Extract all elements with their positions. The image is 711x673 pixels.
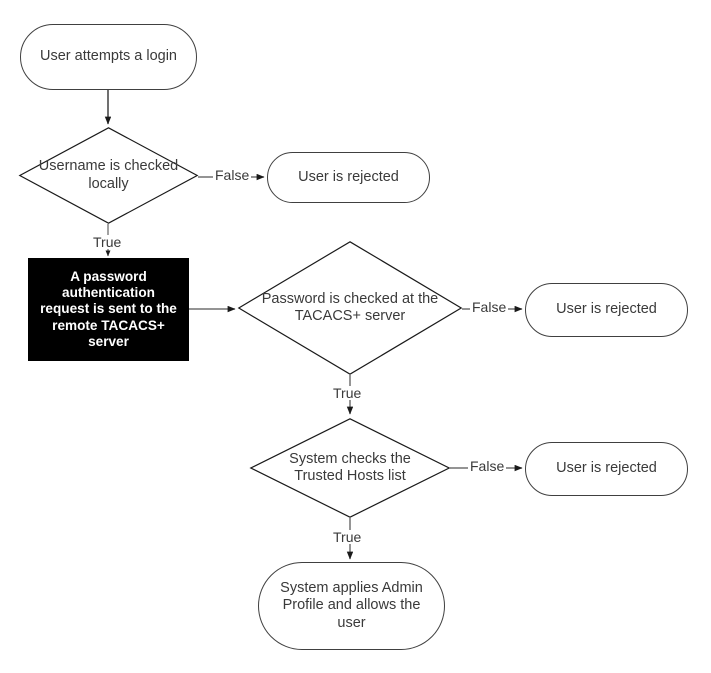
node-rejected-1[interactable]: User is rejected xyxy=(267,152,430,203)
edge-label-password-true: True xyxy=(331,385,364,401)
edge-label-username-true: True xyxy=(91,234,124,250)
node-decision-trusted-hosts[interactable]: System checks the Trusted Hosts list xyxy=(249,418,451,518)
node-decision-username[interactable]: Username is checked locally xyxy=(18,127,199,224)
node-start-label: User attempts a login xyxy=(39,48,177,65)
node-rejected-2[interactable]: User is rejected xyxy=(525,283,688,337)
node-rejected-1-label: User is rejected xyxy=(298,168,399,185)
edge-label-trusted-true: True xyxy=(331,529,364,545)
node-send-auth-request-label: A password authentication request is sen… xyxy=(40,269,177,349)
node-allow-user[interactable]: System applies Admin Profile and allows … xyxy=(258,562,445,650)
edge-label-trusted-false: False xyxy=(468,458,507,474)
diamond-shape-password xyxy=(237,241,463,375)
node-start-terminator[interactable]: User attempts a login xyxy=(20,24,197,90)
node-rejected-3-label: User is rejected xyxy=(556,460,657,477)
node-rejected-2-label: User is rejected xyxy=(556,301,657,318)
diamond-shape-trusted-hosts xyxy=(249,418,451,518)
node-rejected-3[interactable]: User is rejected xyxy=(525,442,688,496)
edge-label-password-false: False xyxy=(470,299,509,315)
edge-label-username-false: False xyxy=(213,167,252,183)
node-allow-user-label: System applies Admin Profile and allows … xyxy=(280,580,423,631)
node-send-auth-request[interactable]: A password authentication request is sen… xyxy=(28,258,189,361)
diamond-shape-username xyxy=(18,127,199,224)
node-decision-password[interactable]: Password is checked at the TACACS+ serve… xyxy=(237,241,463,375)
